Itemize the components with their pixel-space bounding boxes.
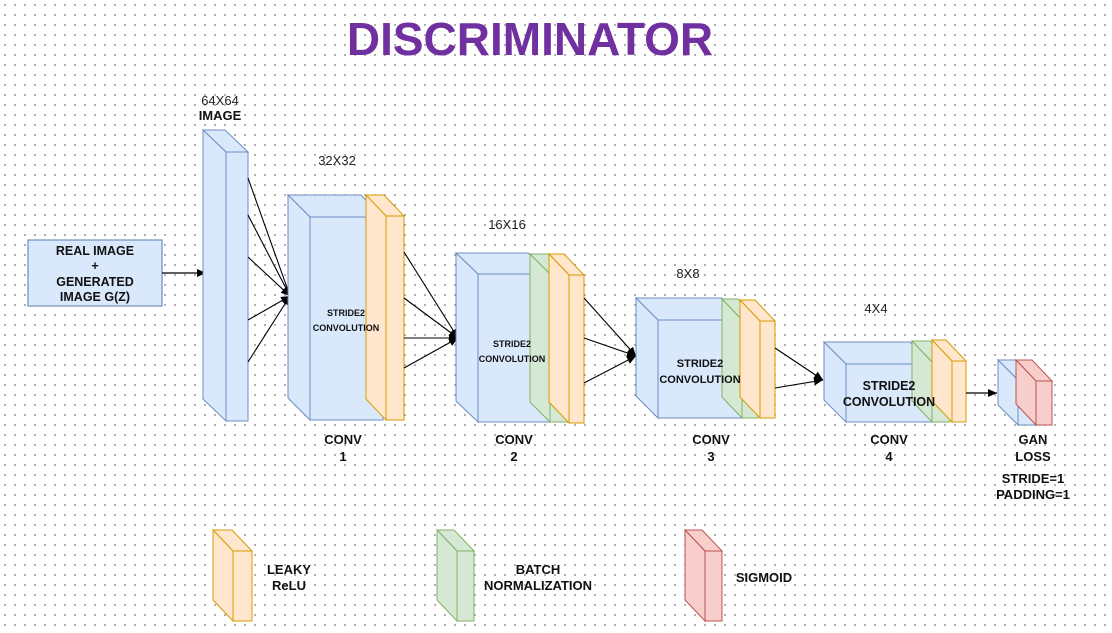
- conv3-leaky-relu: [738, 298, 777, 420]
- conv2-name: CONV: [495, 432, 533, 447]
- conv2-size-label: 16X16: [488, 217, 526, 232]
- legend-leaky-relu-line1: LEAKY: [267, 562, 311, 577]
- legend-sigmoid-swatch: [683, 528, 724, 623]
- conv2-num: 2: [510, 449, 517, 464]
- output-padding: PADDING=1: [996, 487, 1070, 502]
- conv1-block: [286, 193, 385, 422]
- output-label-line1: GAN: [1019, 432, 1048, 447]
- conv1-name: CONV: [324, 432, 362, 447]
- arrows-conv1-to-conv2: [403, 251, 459, 369]
- conv4-num: 4: [885, 449, 893, 464]
- conv3-num: 3: [707, 449, 714, 464]
- input-box: REAL IMAGE + GENERATED IMAGE G(Z): [27, 239, 163, 307]
- output-sigmoid: [1014, 358, 1054, 427]
- arrows-conv3-to-conv4: [774, 347, 824, 389]
- conv4-inner-line2: CONVOLUTION: [843, 395, 935, 409]
- conv4-size-label: 4X4: [864, 301, 887, 316]
- conv2-inner-line1: STRIDE2: [493, 339, 531, 349]
- legend-batch-norm-swatch: [435, 528, 476, 623]
- conv3-name: CONV: [692, 432, 730, 447]
- legend-sigmoid-line1: SIGMOID: [736, 570, 792, 585]
- conv4-name: CONV: [870, 432, 908, 447]
- conv3-inner-line2: CONVOLUTION: [659, 374, 740, 386]
- arrows-conv2-to-conv3: [583, 297, 637, 384]
- conv4-block: [822, 340, 934, 424]
- conv2-inner-line2: CONVOLUTION: [479, 354, 546, 364]
- conv2-leaky-relu: [547, 252, 586, 425]
- input-box-line4: IMAGE G(Z): [60, 290, 130, 304]
- legend-batch-norm-line1: BATCH: [516, 562, 561, 577]
- image-block: [201, 128, 250, 423]
- output-stride: STRIDE=1: [1002, 471, 1065, 486]
- input-box-line1: REAL IMAGE: [56, 244, 134, 258]
- conv1-size-label: 32X32: [318, 153, 356, 168]
- diagram-title: DISCRIMINATOR: [347, 13, 713, 65]
- conv1-inner-line2: CONVOLUTION: [313, 323, 380, 333]
- legend-leaky-relu-swatch: [211, 528, 254, 623]
- output-label-line2: LOSS: [1015, 449, 1051, 464]
- legend-batch-norm-line2: NORMALIZATION: [484, 578, 592, 593]
- conv3-inner-line1: STRIDE2: [677, 358, 723, 370]
- legend-leaky-relu-line2: ReLU: [272, 578, 306, 593]
- conv3-size-label: 8X8: [676, 266, 699, 281]
- conv4-leaky-relu: [930, 338, 968, 424]
- arrows-image-to-conv1: [247, 177, 291, 363]
- input-box-line2: +: [91, 259, 98, 273]
- image-label: IMAGE: [199, 108, 242, 123]
- conv1-num: 1: [339, 449, 346, 464]
- conv4-inner-line1: STRIDE2: [863, 379, 916, 393]
- input-box-line3: GENERATED: [56, 275, 134, 289]
- conv1-inner-line1: STRIDE2: [327, 308, 365, 318]
- conv1-leaky-relu: [364, 193, 406, 422]
- image-size-label: 64X64: [201, 93, 239, 108]
